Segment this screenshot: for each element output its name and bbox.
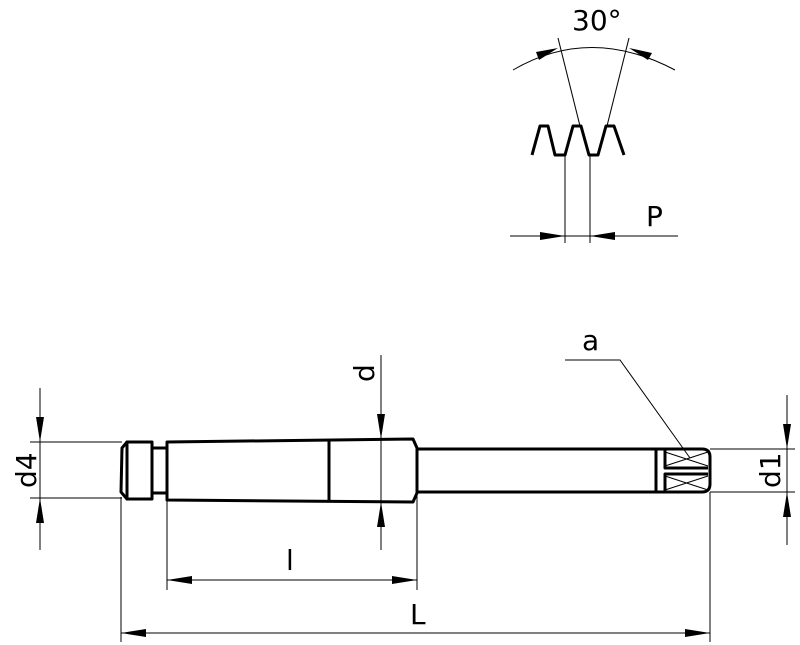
d1-label: d1 — [754, 452, 787, 488]
tap-outline — [119, 437, 712, 504]
arrow-icon — [590, 232, 615, 240]
arrow-icon — [783, 424, 791, 449]
flank-line-right — [606, 37, 630, 127]
dimension-d: d — [348, 355, 385, 550]
arrow-icon — [36, 417, 44, 442]
dimension-a: a — [565, 324, 691, 459]
a-label: a — [582, 324, 599, 357]
arrow-icon — [783, 492, 791, 517]
d4-label: d4 — [10, 452, 43, 488]
arrow-icon — [377, 414, 385, 439]
arrow-icon — [121, 629, 146, 637]
flute-slot — [663, 449, 708, 492]
pitch-label: P — [646, 200, 663, 233]
thread-section — [417, 447, 712, 494]
arrow-icon — [685, 629, 710, 637]
flank-line-left — [557, 37, 581, 127]
shank-body — [165, 437, 419, 504]
dimension-L: L — [120, 492, 711, 642]
d-label: d — [348, 364, 381, 382]
dimension-l: l — [166, 493, 418, 590]
neck — [152, 446, 167, 495]
l-label: l — [286, 544, 294, 577]
thread-profile-detail: 30° P — [510, 4, 678, 243]
flat-face-cross — [664, 451, 709, 491]
arrow-icon — [36, 498, 44, 523]
L-label: L — [410, 598, 426, 631]
arrow-icon — [629, 48, 652, 60]
thread-profile — [530, 124, 626, 157]
angle-label: 30° — [572, 4, 622, 37]
arrow-icon — [540, 232, 565, 240]
arrow-icon — [536, 48, 558, 60]
dimension-d1: d1 — [710, 395, 795, 545]
shank-head — [125, 440, 154, 501]
arrow-icon — [377, 502, 385, 527]
angle-arc — [512, 47, 676, 71]
dimension-d4: d4 — [10, 388, 122, 550]
arrow-icon — [167, 576, 192, 584]
arrow-icon — [392, 576, 417, 584]
